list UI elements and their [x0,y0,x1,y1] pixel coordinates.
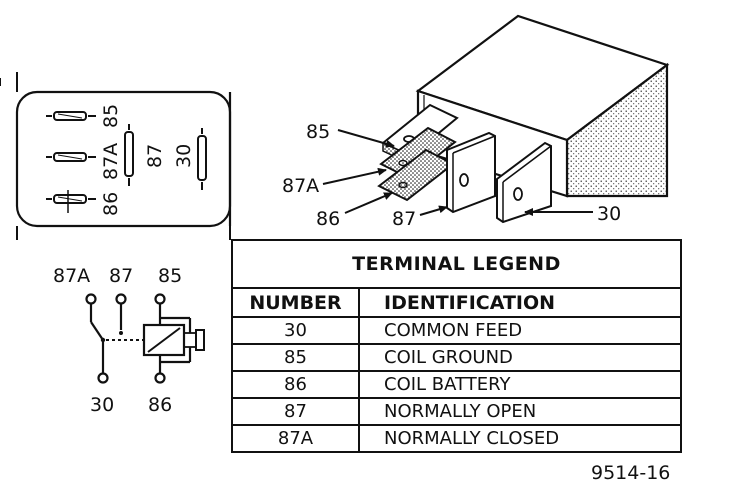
top-terminal-87a [46,152,96,162]
legend-cell-identification: NORMALLY OPEN [384,401,537,422]
relay-label-87a: 87A [282,175,319,197]
legend-cell-number: 85 [233,345,360,370]
relay-3d-view: 85 87A 86 87 30 [282,14,670,230]
relay-schematic: 87A 87 85 30 86 [53,265,205,416]
schematic-label-85: 85 [158,265,182,287]
terminal-legend-table: TERMINAL LEGEND NUMBER IDENTIFICATION 30… [231,239,682,453]
legend-row: 87 NORMALLY OPEN [233,399,680,426]
relay-label-86: 86 [316,208,340,230]
legend-cell-number: 86 [233,372,360,397]
legend-header-identification: IDENTIFICATION [384,291,556,314]
legend-header-number: NUMBER [233,289,360,316]
legend-row: 85 COIL GROUND [233,345,680,372]
top-label-87a: 87A [100,143,122,180]
blade-30 [496,141,552,224]
schematic-label-86: 86 [148,394,172,416]
top-terminal-30 [197,128,207,190]
relay-label-87: 87 [392,208,416,230]
relay-label-85: 85 [306,121,330,143]
legend-cell-number: 87A [233,426,360,451]
top-label-87: 87 [144,144,166,168]
top-label-30: 30 [173,144,195,168]
legend-cell-identification: COMMON FEED [384,320,523,341]
relay-top-view: 85 87A 86 87 30 [0,72,232,240]
schematic-label-87a: 87A [53,265,90,287]
legend-row: 87A NORMALLY CLOSED [233,426,680,451]
legend-row: 86 COIL BATTERY [233,372,680,399]
legend-cell-identification: NORMALLY CLOSED [384,428,560,449]
legend-header-row: NUMBER IDENTIFICATION [233,289,680,318]
legend-cell-identification: COIL GROUND [384,347,513,368]
legend-row: 30 COMMON FEED [233,318,680,345]
top-label-85: 85 [100,104,122,128]
schematic-label-87: 87 [109,265,133,287]
legend-cell-number: 87 [233,399,360,424]
top-terminal-86 [46,190,96,213]
top-label-86: 86 [100,192,122,216]
relay-label-30: 30 [597,203,621,225]
figure-number: 9514-16 [591,462,671,484]
legend-title: TERMINAL LEGEND [233,241,680,289]
legend-cell-number: 30 [233,318,360,343]
schematic-label-30: 30 [90,394,114,416]
top-terminal-87 [124,124,134,186]
legend-cell-identification: COIL BATTERY [384,374,511,395]
top-terminal-85 [46,111,96,121]
